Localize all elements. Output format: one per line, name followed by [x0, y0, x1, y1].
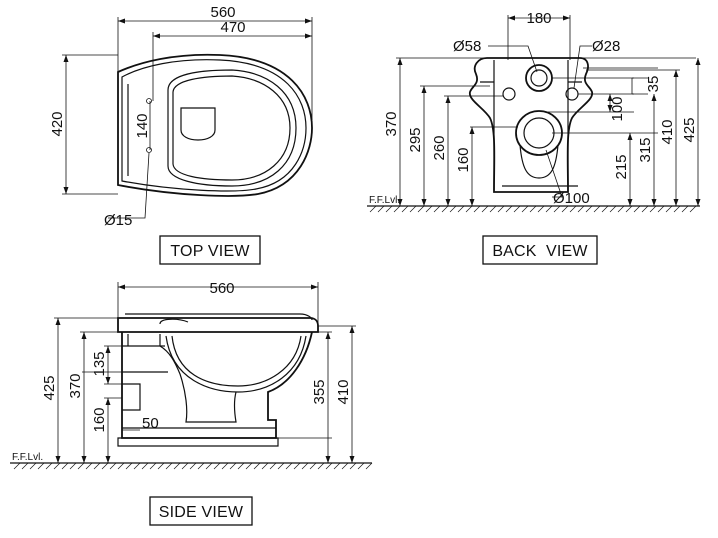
dim-side-370: 370: [67, 373, 84, 398]
dim-inlet-dia: Ø58: [453, 38, 481, 55]
side-view-caption: SIDE VIEW: [159, 504, 244, 521]
dim-side-425: 425: [41, 375, 58, 400]
dim-fix-dia: Ø28: [592, 38, 620, 55]
top-view-outline: [117, 53, 313, 197]
side-view-caption-box: [149, 496, 253, 526]
dim-back-215: 215: [613, 154, 630, 179]
dim-side-50: 50: [142, 415, 159, 432]
dim-side-160: 160: [91, 407, 108, 432]
top-view-caption-box: [159, 235, 261, 265]
dim-hole-dia: Ø15: [104, 212, 132, 229]
dim-180: 180: [526, 10, 551, 27]
dim-560-top: 560: [210, 4, 235, 21]
dim-560-side: 560: [209, 280, 234, 297]
dim-back-425: 425: [681, 117, 698, 142]
dim-back-160: 160: [455, 147, 472, 172]
side-view-body: [117, 313, 319, 447]
dim-side-410: 410: [335, 379, 352, 404]
dim-outlet-dia: Ø100: [553, 190, 590, 207]
dim-back-260: 260: [431, 135, 448, 160]
dim-470: 470: [220, 19, 245, 36]
dim-side-135: 135: [91, 351, 108, 376]
back-view-caption-box: [482, 235, 598, 265]
back-floor-label: F.F.Lvl.: [369, 195, 400, 206]
side-view: F.F.Lvl. 560 425 370 135 160: [10, 280, 373, 526]
dim-back-315: 315: [637, 137, 654, 162]
side-floor-label: F.F.Lvl.: [12, 452, 43, 463]
dim-140: 140: [134, 113, 151, 138]
side-view-floor-hatch: [13, 462, 373, 470]
dim-back-295: 295: [407, 127, 424, 152]
dim-420: 420: [49, 111, 66, 136]
dim-side-355: 355: [311, 379, 328, 404]
back-view-caption: BACK VIEW: [492, 243, 588, 260]
top-view-caption: TOP VIEW: [170, 243, 250, 260]
top-view: 560 470 420 140 Ø15 TOP VIEW: [49, 4, 313, 265]
back-view-floor-hatch: [369, 205, 697, 213]
dim-back-100: 100: [609, 96, 626, 121]
dim-back-370: 370: [383, 111, 400, 136]
dim-back-35: 35: [645, 76, 662, 93]
dim-back-410: 410: [659, 119, 676, 144]
back-view: F.F.Lvl. 180 Ø58 Ø28 Ø100: [367, 10, 701, 265]
